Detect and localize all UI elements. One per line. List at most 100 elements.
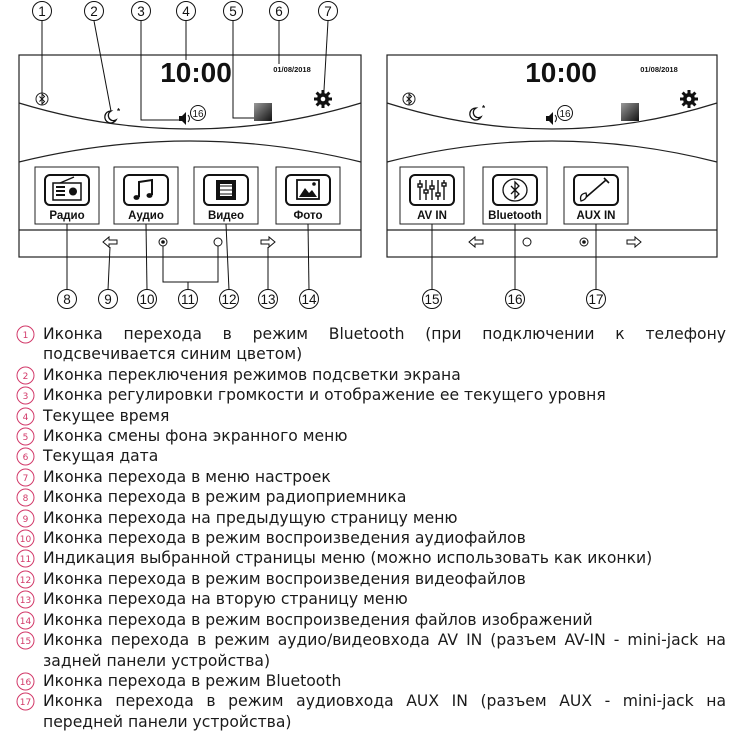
callout-marker: 7 xyxy=(318,1,338,21)
svg-text:*: * xyxy=(117,107,121,116)
svg-text:5: 5 xyxy=(229,4,237,19)
legend-text: Иконка перехода на вторую страницу меню xyxy=(43,590,408,609)
legend-number-marker: 15 xyxy=(16,631,35,650)
photo-icon xyxy=(296,179,320,200)
screen-page-2: 10:00 01/08/2018 * 16 xyxy=(386,54,718,258)
legend-number-marker: 7 xyxy=(16,468,35,487)
legend-number-marker: 8 xyxy=(16,488,35,507)
svg-text:11: 11 xyxy=(20,555,31,565)
svg-text:1: 1 xyxy=(38,4,46,19)
radio-button[interactable]: Радио xyxy=(34,166,100,225)
legend-text: Иконка перехода в режим Bluetooth xyxy=(43,671,342,690)
bluetooth-icon[interactable] xyxy=(35,92,49,106)
page-dot-empty-icon[interactable] xyxy=(522,237,532,247)
aux-in-button[interactable]: AUX IN xyxy=(563,166,629,225)
legend-text: Иконка перехода в режим воспроизведения … xyxy=(43,529,526,548)
svg-text:9: 9 xyxy=(104,292,112,307)
video-label: Видео xyxy=(208,210,244,222)
audio-button[interactable]: Аудио xyxy=(113,166,179,225)
radio-icon xyxy=(52,176,82,201)
svg-text:13: 13 xyxy=(20,596,31,606)
bluetooth-button[interactable]: Bluetooth xyxy=(482,166,548,225)
svg-text:7: 7 xyxy=(324,4,332,19)
callout-marker: 12 xyxy=(219,289,239,309)
guitar-icon xyxy=(579,177,610,202)
svg-text:13: 13 xyxy=(260,292,275,307)
volume-level-circle xyxy=(557,105,573,121)
gear-icon[interactable] xyxy=(680,90,698,108)
legend-text: Иконка регулировки громкости и отображен… xyxy=(43,386,606,405)
arrow-left-icon[interactable] xyxy=(468,235,484,249)
svg-text:16: 16 xyxy=(20,678,32,688)
photo-button[interactable]: Фото xyxy=(275,166,341,225)
legend-number-marker: 5 xyxy=(16,427,35,446)
equalizer-icon xyxy=(417,180,447,200)
svg-text:4: 4 xyxy=(182,4,190,19)
page-dot-filled-icon[interactable] xyxy=(579,237,589,247)
legend-number-marker: 16 xyxy=(16,672,35,691)
svg-text:6: 6 xyxy=(275,4,283,19)
svg-text:2: 2 xyxy=(23,372,29,382)
callout-marker: 17 xyxy=(586,289,606,309)
volume-icon[interactable] xyxy=(179,112,190,125)
svg-text:17: 17 xyxy=(20,698,31,708)
film-icon xyxy=(216,180,236,200)
svg-text:*: * xyxy=(482,104,486,113)
legend-number-marker: 14 xyxy=(16,611,35,630)
svg-text:4: 4 xyxy=(23,412,29,422)
video-button[interactable]: Видео xyxy=(193,166,259,225)
legend-number-marker: 11 xyxy=(16,549,35,568)
callout-marker: 4 xyxy=(176,1,196,21)
background-swatch-icon[interactable] xyxy=(621,103,639,121)
middle-arc xyxy=(18,140,362,163)
legend-item: 16 Иконка перехода в режим Bluetooth xyxy=(14,671,726,691)
arrow-right-icon[interactable] xyxy=(260,235,276,249)
night-mode-icon[interactable]: * xyxy=(104,107,121,124)
current-date: 01/08/2018 xyxy=(640,65,678,74)
photo-label: Фото xyxy=(293,210,322,222)
clock-time: 10:00 xyxy=(525,57,597,88)
screen-page-1: 10:00 01/08/2018 * 16 xyxy=(18,54,362,258)
legend-text: Иконка перехода в режим аудио/видеовхода… xyxy=(43,631,726,670)
callout-markers: 1 2 3 4 5 6 7 8 9 10 11 12 13 14 15 16 1… xyxy=(32,1,606,309)
svg-text:12: 12 xyxy=(221,292,236,307)
callout-marker: 3 xyxy=(131,1,151,21)
volume-level: 16 xyxy=(559,109,571,120)
legend-item: 13 Иконка перехода на вторую страницу мен… xyxy=(14,589,726,609)
svg-text:7: 7 xyxy=(23,474,29,484)
legend-text: Текущая дата xyxy=(43,447,159,466)
callout-marker: 15 xyxy=(422,289,442,309)
volume-level: 16 xyxy=(192,109,204,120)
legend-item: 10 Иконка перехода в режим воспроизведени… xyxy=(14,528,726,548)
page-dot-empty-icon[interactable] xyxy=(213,237,223,247)
volume-icon[interactable] xyxy=(546,112,557,125)
legend-text: Индикация выбранной страницы меню (можно… xyxy=(43,549,653,568)
music-note-icon xyxy=(133,178,153,200)
legend-number-marker: 1 xyxy=(16,325,35,344)
callout-marker: 2 xyxy=(84,1,104,21)
background-swatch-icon[interactable] xyxy=(254,103,272,121)
volume-level-circle xyxy=(190,105,206,121)
bluetooth-label: Bluetooth xyxy=(488,210,542,222)
legend-text: Иконка перехода в режим радиоприемника xyxy=(43,488,407,507)
legend-text: Текущее время xyxy=(43,406,170,425)
legend-number-marker: 2 xyxy=(16,366,35,385)
legend-number-marker: 17 xyxy=(16,692,35,711)
svg-text:10: 10 xyxy=(139,292,154,307)
page-dot-filled-icon[interactable] xyxy=(158,237,168,247)
gear-icon[interactable] xyxy=(314,90,332,108)
night-mode-icon[interactable]: * xyxy=(469,104,486,121)
svg-text:12: 12 xyxy=(20,576,31,586)
legend-item: 8 Иконка перехода в режим радиоприемника xyxy=(14,487,726,507)
legend-number-marker: 3 xyxy=(16,386,35,405)
av-in-button[interactable]: AV IN xyxy=(399,166,465,225)
svg-text:6: 6 xyxy=(23,453,29,463)
arrow-right-icon[interactable] xyxy=(626,235,642,249)
arrow-left-icon[interactable] xyxy=(102,235,118,249)
bluetooth-icon[interactable] xyxy=(402,92,416,106)
legend-number-marker: 10 xyxy=(16,529,35,548)
callout-marker: 8 xyxy=(57,289,77,309)
